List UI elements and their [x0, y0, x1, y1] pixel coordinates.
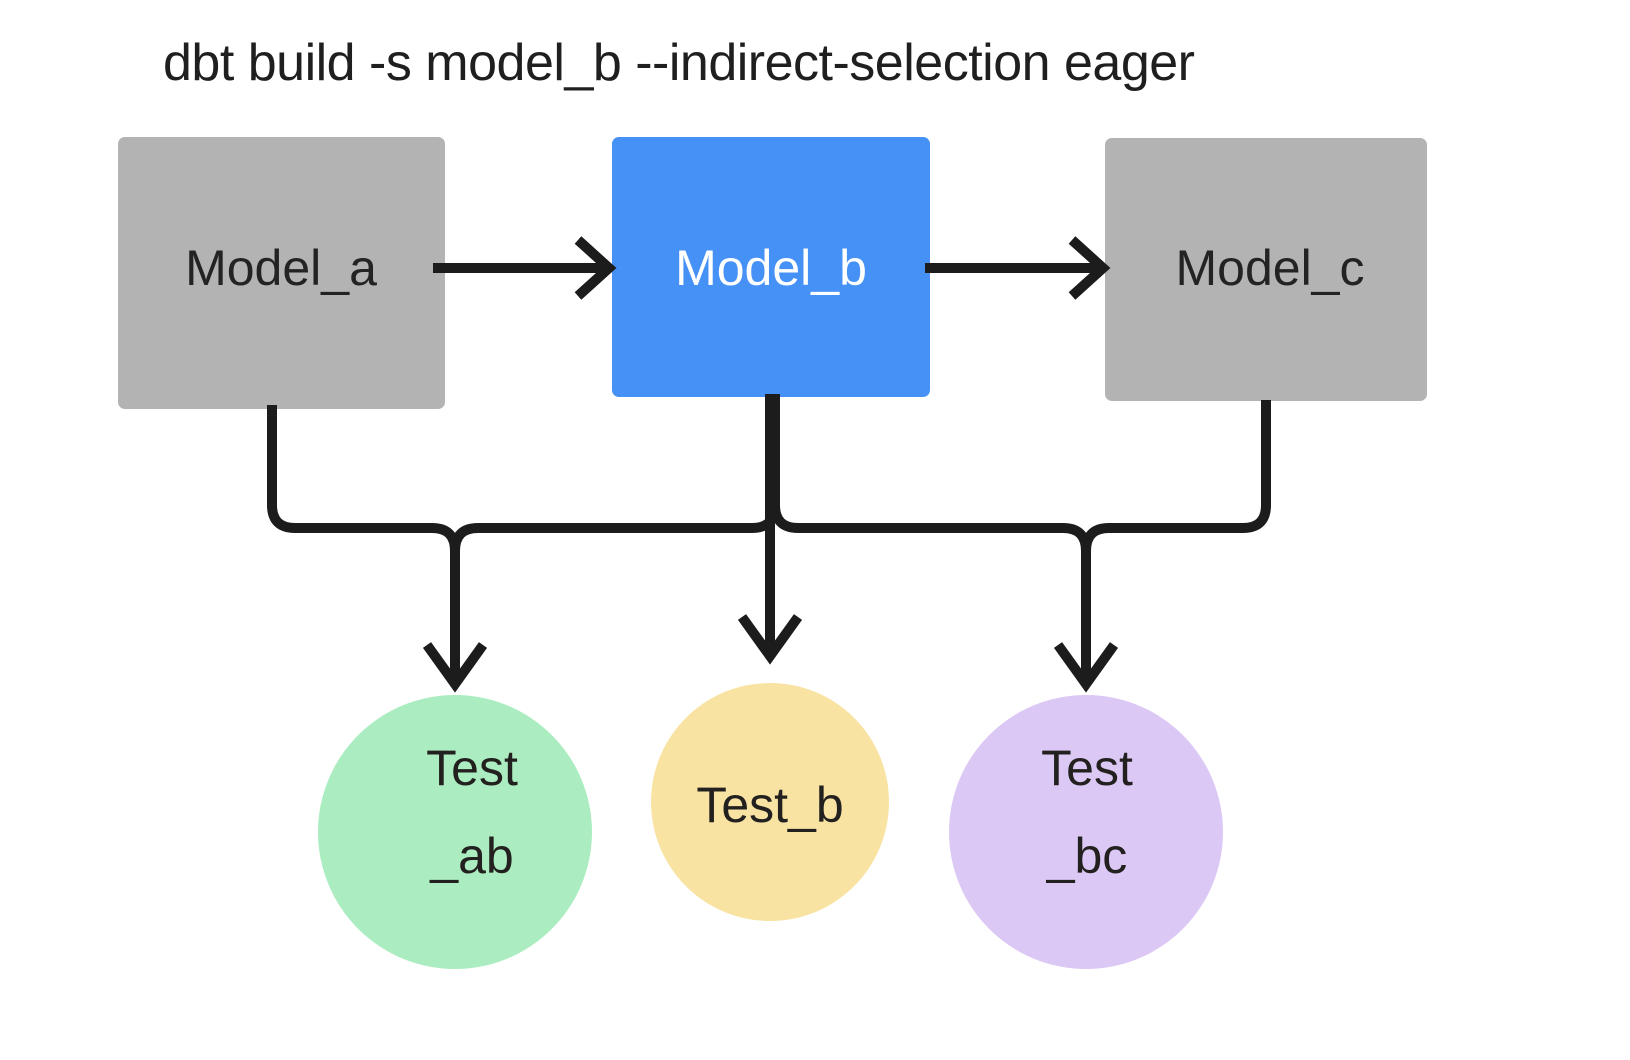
test-bc-label-line-1: Test — [1041, 740, 1133, 796]
test-ab-label-line-2: _ab — [429, 828, 513, 884]
model-c-rect[interactable] — [1105, 138, 1427, 401]
model-a-rect[interactable] — [118, 137, 445, 409]
edge-model-b-to-test-bc — [770, 394, 1091, 552]
model-c-label: Model_c — [1176, 240, 1365, 296]
edge-model-b-to-model-c — [925, 236, 1111, 300]
test-ab-label-line-1: Test — [426, 740, 518, 796]
test-bc-label-line-2: _bc — [1046, 828, 1128, 884]
model-a-label: Model_a — [185, 240, 377, 296]
model-b-label: Model_b — [675, 240, 867, 296]
model-node-model-a[interactable]: Model_a — [118, 137, 445, 409]
edge-model-c-to-test-bc — [1053, 400, 1271, 693]
test-b-label: Test_b — [696, 777, 843, 833]
model-b-rect[interactable] — [612, 137, 930, 397]
test-node-test-ab[interactable]: Test _ab — [318, 695, 592, 969]
page-title: dbt build -s model_b --indirect-selectio… — [163, 34, 1195, 92]
test-bc-circle[interactable] — [949, 695, 1223, 969]
model-node-model-b[interactable]: Model_b — [612, 137, 930, 397]
edge-model-b-to-test-ab — [450, 394, 780, 552]
edge-model-a-to-model-b — [433, 236, 617, 300]
test-node-test-b[interactable]: Test_b — [651, 683, 889, 921]
test-ab-circle[interactable] — [318, 695, 592, 969]
test-node-test-bc[interactable]: Test _bc — [949, 695, 1223, 969]
model-node-model-c[interactable]: Model_c — [1105, 138, 1427, 401]
test-b-circle[interactable] — [651, 683, 889, 921]
